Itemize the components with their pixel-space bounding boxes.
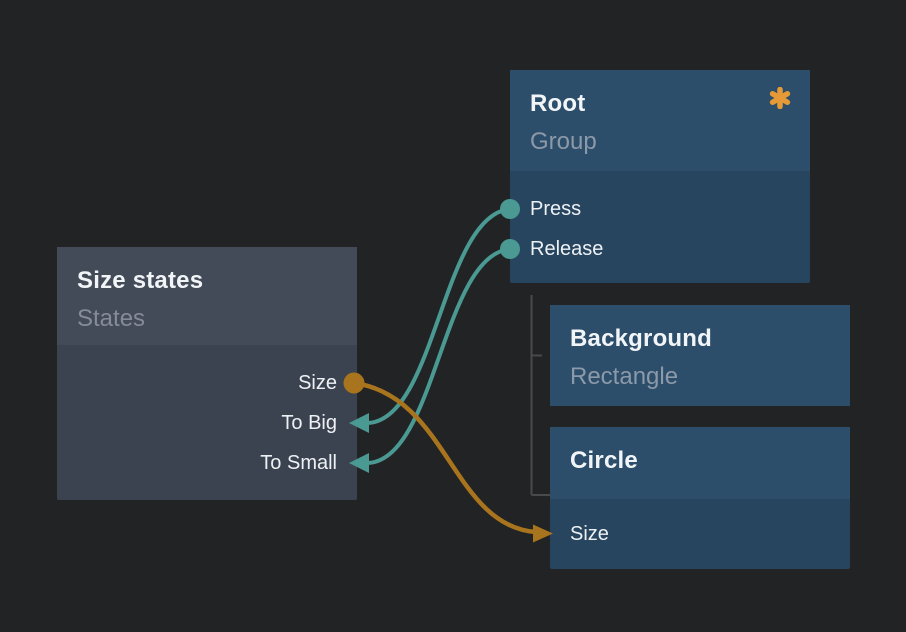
wire-size-to-circle-size[interactable] xyxy=(353,380,537,535)
node-circle-header[interactable]: Circle xyxy=(550,427,850,499)
port-size-input[interactable]: Size xyxy=(570,514,830,554)
port-label: Size xyxy=(298,372,337,394)
node-circle[interactable]: Circle Size xyxy=(550,427,850,569)
asterisk-icon xyxy=(769,87,791,109)
port-press-output[interactable]: Press xyxy=(530,189,790,229)
node-size-states[interactable]: Size states States Size To Big To Small xyxy=(57,247,357,500)
port-label: To Small xyxy=(260,452,337,474)
node-circle-ports: Size xyxy=(550,499,850,572)
node-title: Circle xyxy=(570,447,638,474)
node-title: Root xyxy=(530,90,586,117)
node-subtitle: States xyxy=(77,305,146,332)
wire-release-to-small[interactable] xyxy=(367,247,511,465)
port-label: Press xyxy=(530,198,582,220)
node-root-ports: Press Release xyxy=(510,171,810,287)
node-root-header[interactable]: Root Group xyxy=(510,70,810,171)
node-root[interactable]: Root Group Press Release xyxy=(510,70,810,283)
node-background-header[interactable]: Background Rectangle xyxy=(550,305,850,406)
port-to-small-input[interactable]: To Small xyxy=(77,443,337,483)
port-label: Release xyxy=(530,238,604,260)
hierarchy-connector-lines xyxy=(530,295,550,496)
port-size-output[interactable]: Size xyxy=(77,363,337,403)
port-to-big-input[interactable]: To Big xyxy=(77,403,337,443)
node-size-states-ports: Size To Big To Small xyxy=(57,345,357,501)
node-title: Size states xyxy=(77,267,204,294)
node-background[interactable]: Background Rectangle xyxy=(550,305,850,406)
node-subtitle: Rectangle xyxy=(570,363,679,390)
port-release-output[interactable]: Release xyxy=(530,229,790,269)
wire-press-to-big[interactable] xyxy=(367,207,511,425)
node-size-states-header[interactable]: Size states States xyxy=(57,247,357,345)
port-label: Size xyxy=(570,523,609,545)
node-subtitle: Group xyxy=(530,128,597,155)
node-title: Background xyxy=(570,325,713,352)
port-label: To Big xyxy=(281,412,337,434)
